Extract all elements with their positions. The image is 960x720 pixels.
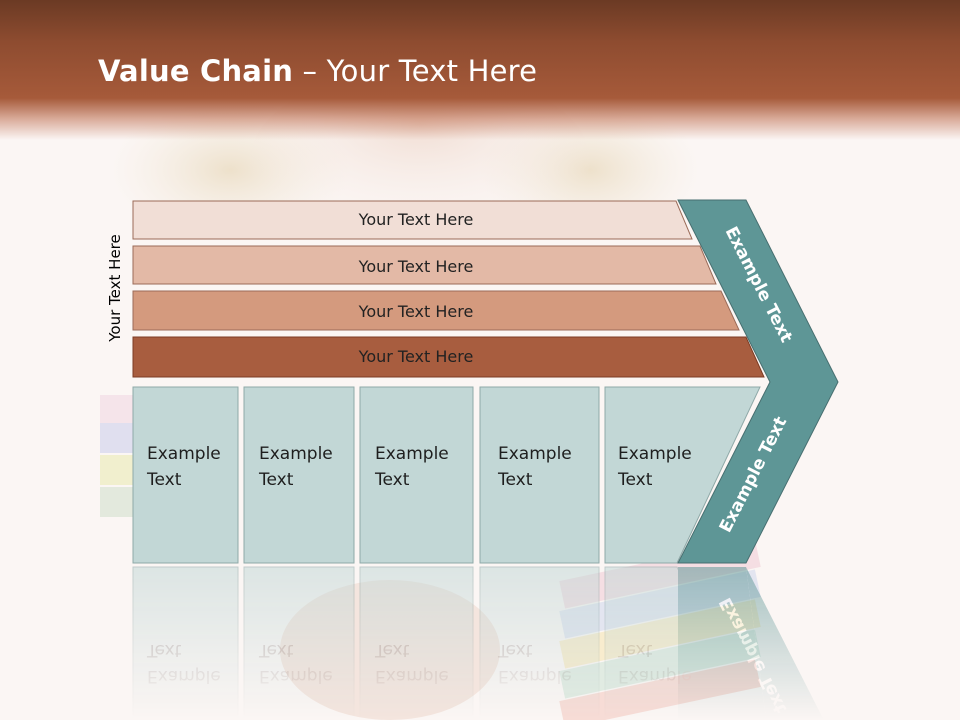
primary-box-1-line1: Example	[147, 444, 221, 464]
support-bar-1-label: Your Text Here	[358, 210, 474, 229]
primary-box-2-line1: Example	[259, 444, 333, 464]
support-bar-3-label: Your Text Here	[358, 302, 474, 321]
diagram-reflection: Example Text Example Text Example Text Exam…	[132, 566, 824, 720]
primary-box-3	[359, 386, 474, 564]
svg-text:ExampleText: Example Text	[258, 640, 333, 686]
title-separator: –	[293, 54, 327, 88]
side-label: Your Text Here	[106, 234, 124, 342]
support-bar-2-label: Your Text Here	[358, 257, 474, 276]
support-bar-1	[132, 200, 693, 240]
svg-text:ExampleText: Example Text	[146, 640, 221, 686]
header-band	[0, 0, 960, 140]
reflection-box-4-line2: Text	[497, 640, 533, 660]
svg-text:ExampleText: Example Text	[617, 640, 692, 686]
reflection-box-2-line1: Example	[259, 666, 333, 686]
primary-box-4	[479, 386, 600, 564]
primary-box-4-line1: Example	[498, 444, 572, 464]
reflection-box-1-line1: Example	[147, 666, 221, 686]
title-bold: Value Chain	[98, 54, 294, 88]
reflection-box-4-line1: Example	[498, 666, 572, 686]
svg-text:ExampleText: Example Text	[374, 640, 449, 686]
reflection-box-2-line2: Text	[258, 640, 294, 660]
primary-box-5-line2: Text	[617, 470, 653, 490]
primary-box-1-line2: Text	[146, 470, 182, 490]
primary-box-3-line2: Text	[374, 470, 410, 490]
support-bars: Your Text Here Your Text Here Your Text …	[132, 200, 765, 378]
primary-box-4-line2: Text	[497, 470, 533, 490]
primary-box-2-line2: Text	[258, 470, 294, 490]
margin-chevron-shape	[677, 199, 839, 564]
reflection-box-1-line2: Text	[146, 640, 182, 660]
primary-box-2	[243, 386, 355, 564]
reflection-box-3-line2: Text	[374, 640, 410, 660]
reflection-box-5-line2: Text	[617, 640, 653, 660]
reflection-box-3-line1: Example	[375, 666, 449, 686]
support-bar-4-label: Your Text Here	[358, 347, 474, 366]
support-bar-3	[132, 290, 740, 331]
support-bar-2	[132, 245, 717, 285]
svg-text:ExampleText: Example Text	[497, 640, 572, 686]
primary-box-1	[132, 386, 239, 564]
title-rest: Your Text Here	[326, 54, 538, 88]
primary-box-3-line1: Example	[375, 444, 449, 464]
support-bar-4	[132, 336, 765, 378]
primary-box-5-line1: Example	[618, 444, 692, 464]
primary-box-5	[604, 386, 761, 564]
reflection-box-5-line1: Example	[618, 666, 692, 686]
slide-title: Value Chain – Your Text Here	[98, 54, 537, 88]
